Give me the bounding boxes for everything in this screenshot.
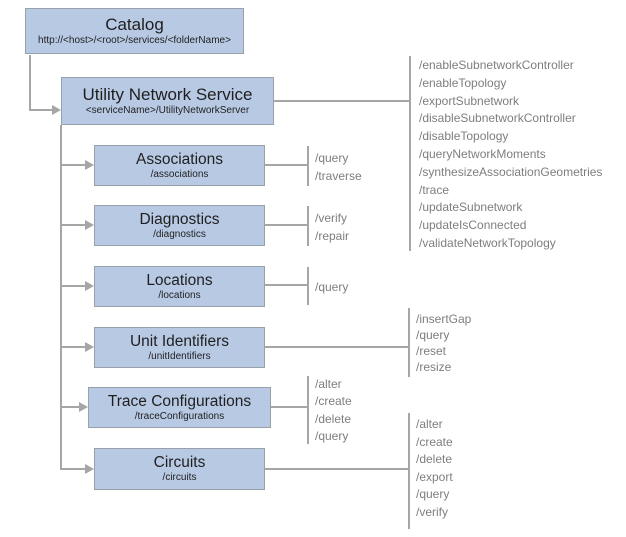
operation-label: /exportSubnetwork bbox=[419, 93, 520, 108]
operations-list-associations: /query/traverse bbox=[315, 149, 362, 185]
operations-list-diagnostics: /verify/repair bbox=[315, 209, 349, 245]
node-catalog-url: http://<host>/<root>/services/<folderNam… bbox=[38, 35, 231, 46]
operations-bracket-diagnostics bbox=[307, 206, 309, 246]
node-trace-configurations-path: /traceConfigurations bbox=[134, 410, 225, 422]
operation-label: /verify bbox=[416, 504, 449, 519]
operation-label: /export bbox=[416, 469, 453, 484]
operation-label: /trace bbox=[419, 182, 450, 197]
connector-branch-unit-identifiers bbox=[60, 346, 85, 348]
operation-label: /reset bbox=[416, 344, 447, 358]
operation-label: /disableTopology bbox=[419, 129, 509, 144]
connector-branch-trace-configurations bbox=[60, 406, 79, 408]
arrowhead-icon bbox=[85, 464, 94, 474]
operation-label: /traverse bbox=[315, 169, 362, 183]
operations-list-unit-identifiers: /insertGap/query/reset/resize bbox=[416, 311, 471, 375]
operation-label: /repair bbox=[315, 229, 350, 243]
connector-locations-operations bbox=[265, 284, 307, 286]
node-diagnostics: Diagnostics /diagnostics bbox=[94, 205, 265, 246]
operation-label: /delete bbox=[416, 452, 453, 467]
connector-catalog-elbow bbox=[29, 109, 52, 111]
operation-label: /query bbox=[315, 280, 349, 294]
node-trace-configurations: Trace Configurations /traceConfiguration… bbox=[88, 387, 271, 428]
arrowhead-icon bbox=[52, 105, 61, 115]
operations-bracket-locations bbox=[307, 267, 309, 305]
node-trace-configurations-title: Trace Configurations bbox=[107, 392, 252, 410]
operations-bracket-circuits bbox=[408, 413, 410, 529]
node-circuits-title: Circuits bbox=[153, 454, 206, 471]
node-utility-network-service: Utility Network Service <serviceName>/Ut… bbox=[61, 77, 274, 125]
connector-catalog-drop bbox=[29, 55, 31, 110]
operation-label: /validateNetworkTopology bbox=[419, 235, 556, 250]
operation-label: /enableSubnetworkController bbox=[419, 58, 574, 72]
operation-label: /alter bbox=[315, 377, 342, 391]
operation-label: /verify bbox=[315, 211, 348, 225]
node-associations-path: /associations bbox=[150, 168, 209, 180]
operation-label: /query bbox=[315, 429, 349, 444]
node-catalog-title: Catalog bbox=[105, 15, 164, 34]
node-locations-title: Locations bbox=[146, 271, 213, 289]
connector-associations-operations bbox=[265, 164, 307, 166]
arrowhead-icon bbox=[85, 281, 94, 291]
node-circuits-path: /circuits bbox=[162, 472, 197, 483]
operations-bracket-unit-identifiers bbox=[408, 308, 410, 377]
connector-trunk-line bbox=[60, 125, 62, 469]
operation-label: /updateSubnetwork bbox=[419, 200, 523, 215]
node-locations: Locations /locations bbox=[94, 266, 265, 307]
operation-label: /updateIsConnected bbox=[419, 218, 527, 233]
operation-label: /create bbox=[416, 434, 453, 449]
operation-label: /synthesizeAssociationGeometries bbox=[419, 164, 603, 179]
node-locations-path: /locations bbox=[158, 289, 201, 301]
arrowhead-icon bbox=[85, 160, 94, 170]
node-unit-identifiers-title: Unit Identifiers bbox=[129, 332, 230, 350]
node-circuits: Circuits /circuits bbox=[94, 448, 265, 490]
node-unit-identifiers: Unit Identifiers /unitIdentifiers bbox=[94, 327, 265, 368]
connector-branch-diagnostics bbox=[60, 224, 85, 226]
arrowhead-icon bbox=[85, 220, 94, 230]
arrowhead-icon bbox=[79, 402, 88, 412]
node-diagnostics-title: Diagnostics bbox=[139, 210, 220, 228]
operations-list-trace-configurations: /alter/create/delete/query bbox=[315, 376, 352, 446]
operation-label: /resize bbox=[416, 360, 452, 374]
node-unit-identifiers-path: /unitIdentifiers bbox=[148, 350, 211, 362]
operation-label: /delete bbox=[315, 411, 352, 426]
connector-circuits-operations bbox=[265, 468, 408, 470]
operation-label: /enableTopology bbox=[419, 75, 507, 90]
operation-label: /queryNetworkMoments bbox=[419, 146, 546, 161]
connector-branch-associations bbox=[60, 164, 85, 166]
connector-uns-operations bbox=[274, 100, 409, 102]
node-diagnostics-path: /diagnostics bbox=[153, 228, 206, 240]
operation-label: /insertGap bbox=[416, 312, 472, 326]
operations-bracket-associations bbox=[307, 146, 309, 186]
connector-branch-locations bbox=[60, 285, 85, 287]
arrowhead-icon bbox=[85, 342, 94, 352]
node-utility-network-service-title: Utility Network Service bbox=[82, 85, 253, 104]
node-utility-network-service-path: <serviceName>/UtilityNetworkServer bbox=[85, 105, 250, 116]
operation-label: /disableSubnetworkController bbox=[419, 111, 576, 126]
operation-label: /query bbox=[416, 328, 450, 342]
connector-diagnostics-operations bbox=[265, 224, 307, 226]
connector-branch-circuits bbox=[60, 468, 85, 470]
operation-label: /create bbox=[315, 394, 352, 409]
operations-list-utility-network-service: /enableSubnetworkController/enableTopolo… bbox=[419, 57, 602, 253]
operation-label: /query bbox=[315, 151, 349, 165]
operations-list-locations: /query bbox=[315, 278, 348, 296]
node-associations: Associations /associations bbox=[94, 145, 265, 186]
node-associations-title: Associations bbox=[135, 150, 223, 168]
connector-trace-configurations-operations bbox=[271, 406, 307, 408]
connector-unit-identifiers-operations bbox=[265, 346, 408, 348]
node-catalog: Catalog http://<host>/<root>/services/<f… bbox=[25, 8, 244, 54]
operation-label: /query bbox=[416, 487, 450, 502]
operation-label: /alter bbox=[416, 417, 443, 431]
operations-bracket-uns bbox=[409, 56, 411, 251]
operations-bracket-trace-configurations bbox=[307, 376, 309, 444]
operations-list-circuits: /alter/create/delete/export/query/verify bbox=[416, 416, 453, 522]
